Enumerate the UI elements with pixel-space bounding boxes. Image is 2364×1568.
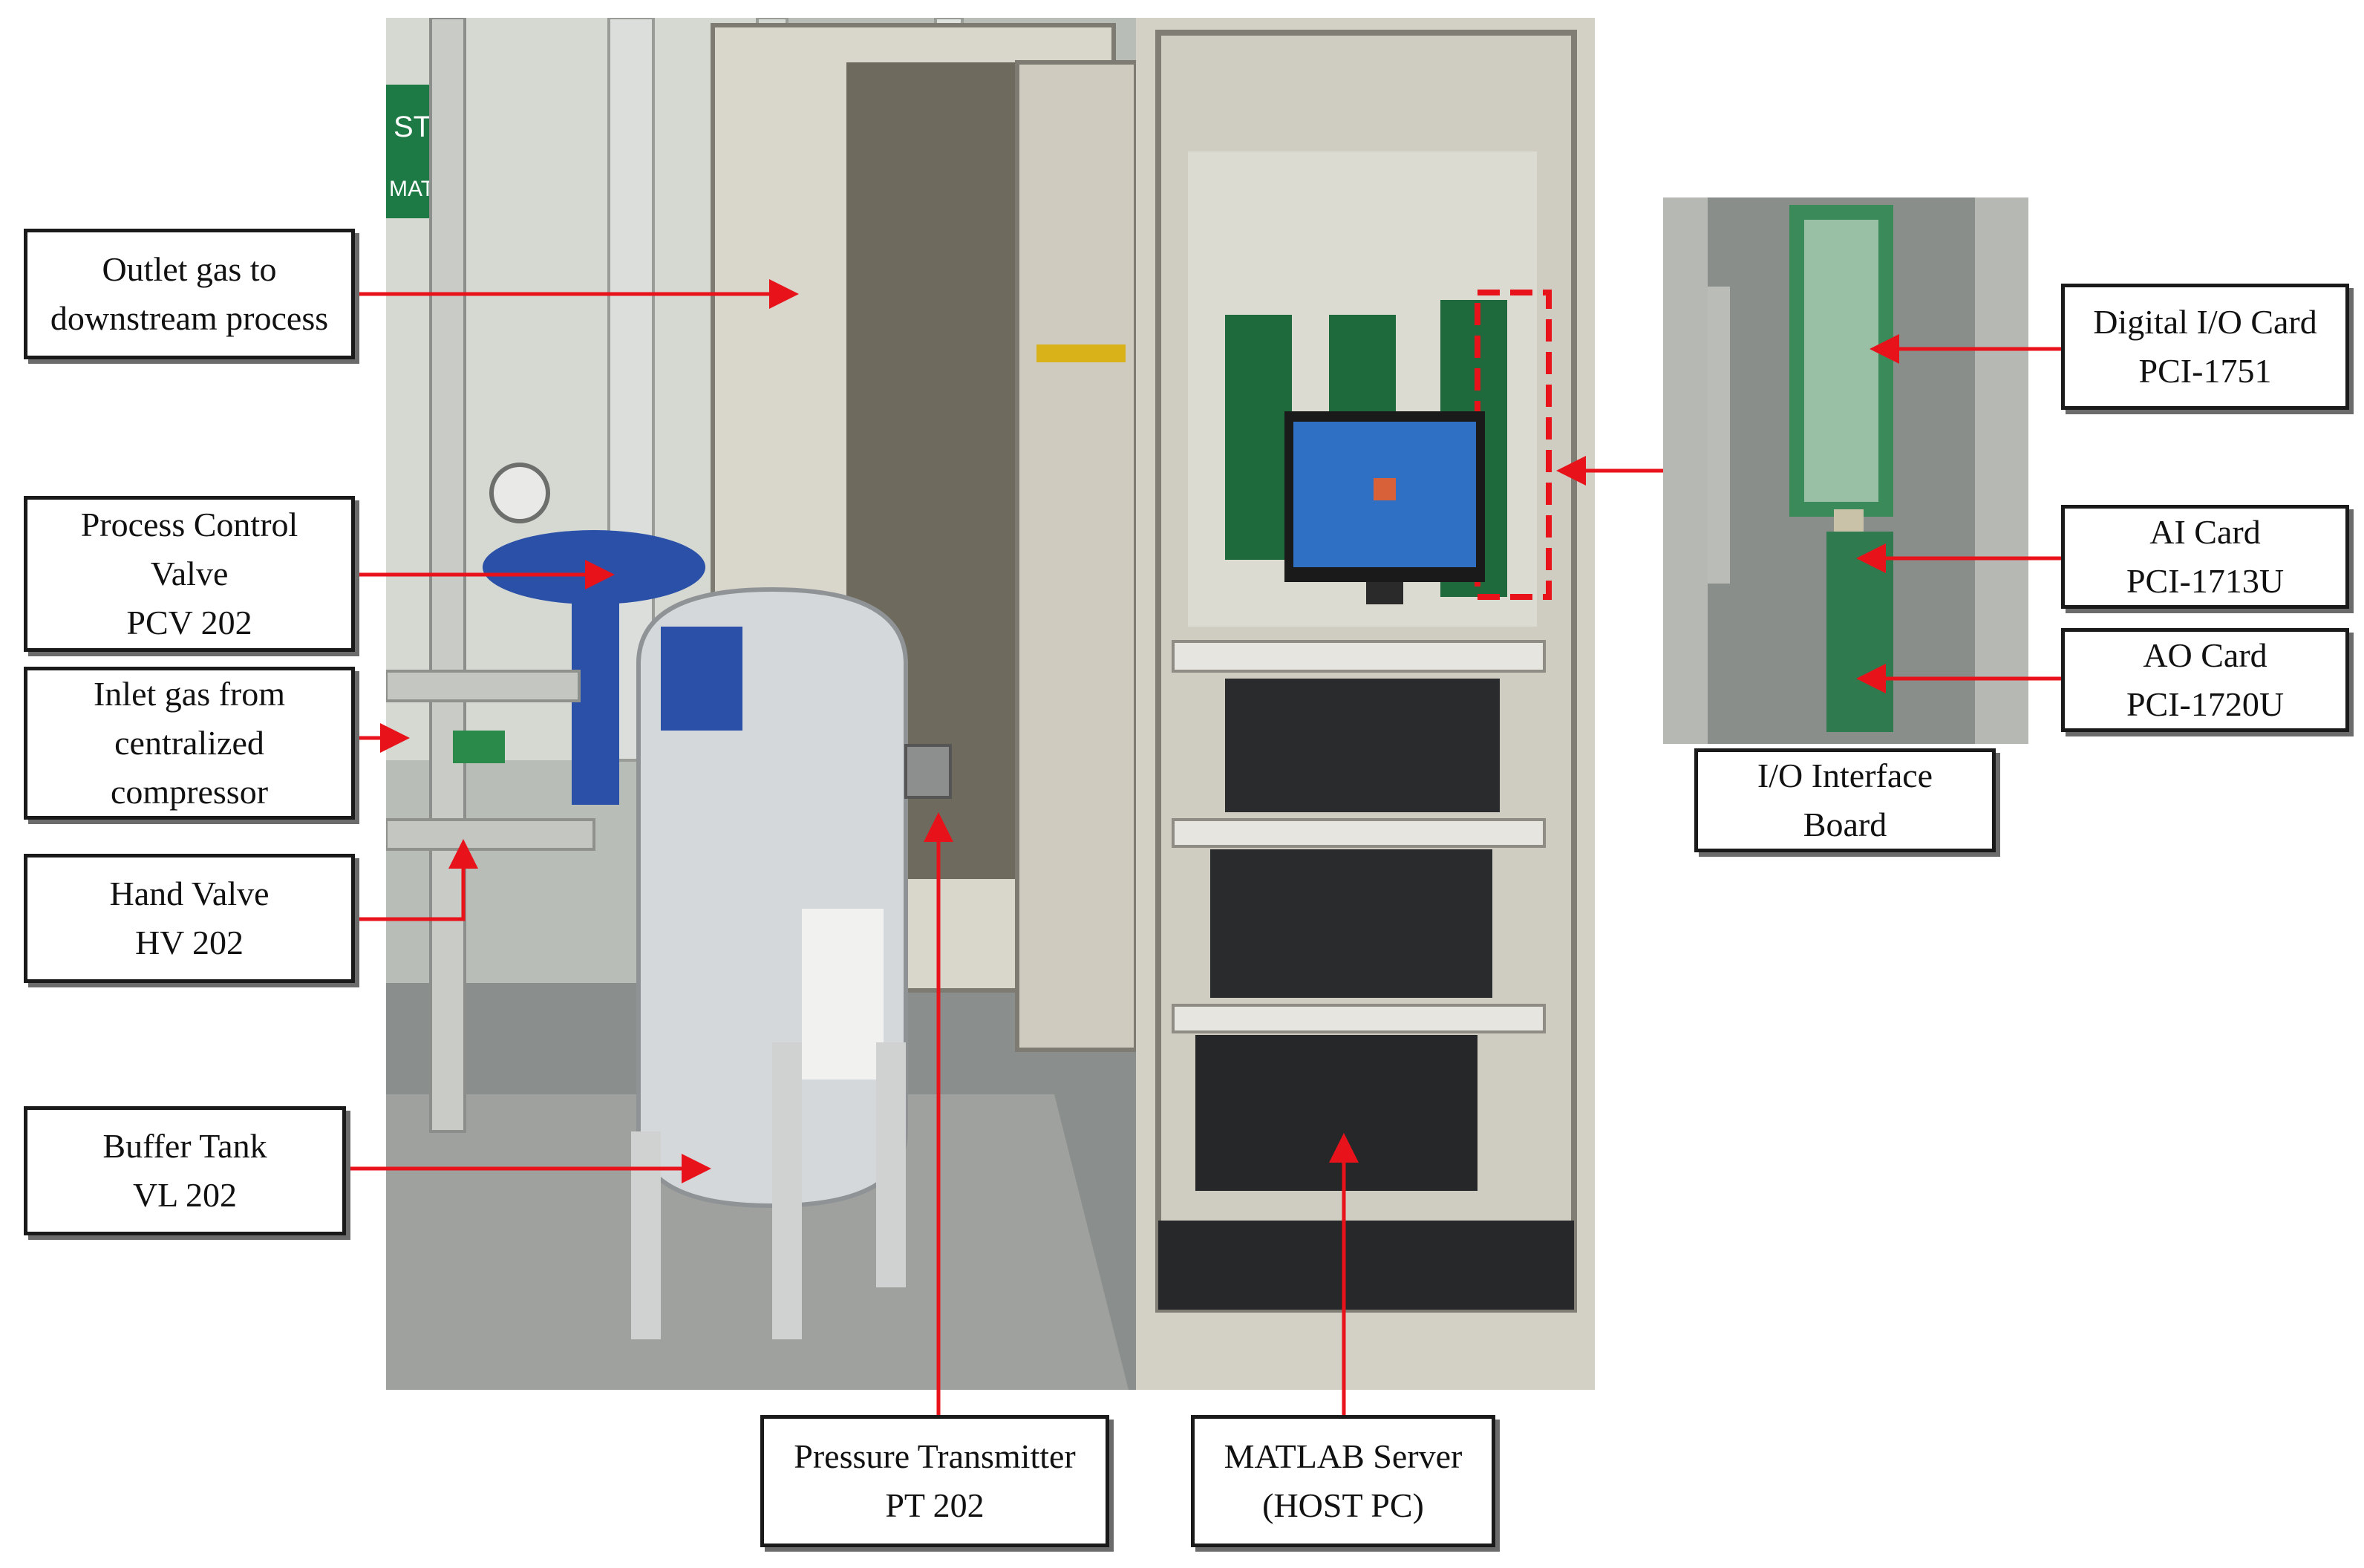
label-inlet-gas: Inlet gas from centralized compressor [24,667,355,820]
label-ai-card: AI Card PCI-1713U [2061,505,2349,609]
label-hand-valve: Hand Valve HV 202 [24,854,355,983]
io-board-photo-drawing [1663,197,2028,744]
label-pcv-line-3: PCV 202 [126,604,252,641]
label-io-interface-board: I/O Interface Board [1694,748,1996,852]
label-matlab-line-1: MATLAB Server [1224,1437,1463,1475]
label-digital-io-card: Digital I/O Card PCI-1751 [2061,284,2349,410]
label-iob-line-2: Board [1803,806,1887,843]
label-iob-line-1: I/O Interface [1757,757,1933,794]
label-outlet-gas: Outlet gas to downstream process [24,229,355,359]
label-buffer-tank: Buffer Tank VL 202 [24,1106,346,1235]
pc-case-1 [1225,679,1500,812]
label-pt-line-1: Pressure Transmitter [794,1437,1076,1475]
label-buffer-line-1: Buffer Tank [102,1127,267,1165]
label-matlab-line-2: (HOST PC) [1262,1486,1424,1524]
label-inlet-line-2: centralized [114,724,264,762]
label-outlet-line-1: Outlet gas to [102,250,277,288]
label-ai-line-2: PCI-1713U [2126,562,2285,600]
label-ai-line-1: AI Card [2149,513,2261,551]
label-hv-line-2: HV 202 [134,924,244,961]
label-pt-line-2: PT 202 [885,1486,985,1524]
pc-case-3 [1195,1035,1478,1191]
label-ao-card: AO Card PCI-1720U [2061,628,2349,732]
ai-board [1826,532,1893,613]
sign-text-1: ST [394,111,431,143]
label-outlet-line-2: downstream process [50,299,329,337]
label-process-control-valve: Process Control Valve PCV 202 [24,496,355,652]
label-pressure-transmitter: Pressure Transmitter PT 202 [760,1415,1109,1547]
pressure-transmitter [904,744,952,799]
equipment-photo-drawing: ST MATAN [386,18,1595,1390]
label-ao-line-1: AO Card [2143,636,2267,674]
equipment-photo: ST MATAN [386,18,1595,1390]
label-pcv-line-2: Valve [150,555,229,592]
label-inlet-line-1: Inlet gas from [93,675,286,713]
label-ao-line-2: PCI-1720U [2126,685,2285,723]
label-inlet-line-3: compressor [110,773,269,811]
pc-case-2 [1210,849,1492,998]
label-dio-line-1: Digital I/O Card [2093,303,2317,341]
label-dio-line-2: PCI-1751 [2138,352,2272,390]
ao-board [1826,613,1893,732]
label-pcv-line-1: Process Control [80,506,298,543]
label-buffer-line-2: VL 202 [132,1176,238,1214]
io-board-photo [1663,197,2028,744]
label-hv-line-1: Hand Valve [109,875,270,912]
label-matlab-server: MATLAB Server (HOST PC) [1191,1415,1495,1547]
